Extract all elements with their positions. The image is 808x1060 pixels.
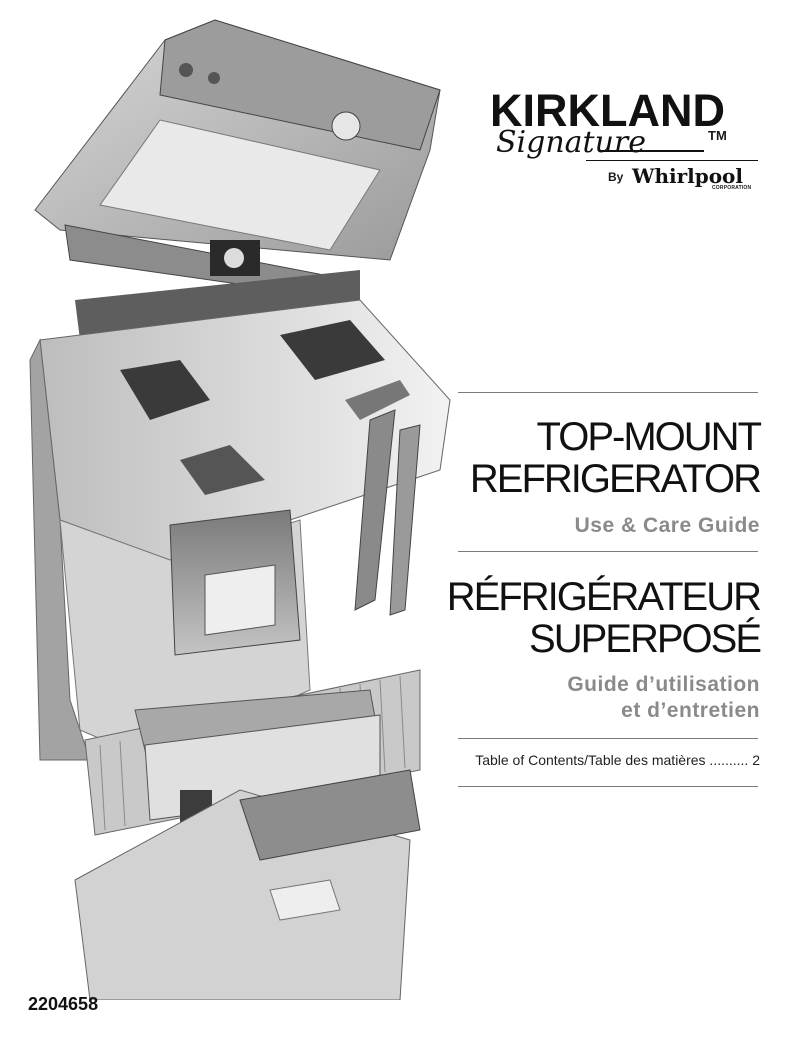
brand-divider: [586, 160, 758, 161]
corporation-label: CORPORATION: [712, 185, 752, 191]
kirkland-wordmark: KIRKLAND: [490, 85, 725, 136]
by-label: By: [608, 170, 624, 184]
section-divider-top: [458, 392, 758, 393]
brand-logo: KIRKLAND Signature TM By Whirlpool CORPO…: [490, 88, 760, 198]
section-divider-middle: [458, 551, 758, 552]
whirlpool-wordmark: Whirlpool: [632, 164, 743, 188]
english-title-line1: TOP-MOUNT: [536, 415, 762, 459]
french-title-line2: SUPERPOSÉ: [529, 617, 762, 661]
english-subtitle: Use & Care Guide: [574, 514, 760, 537]
table-of-contents-link[interactable]: Table of Contents/Table des matières ...…: [475, 752, 760, 768]
appliance-illustration: [29, 19, 451, 1000]
french-subtitle-line2: et d’entretien: [621, 699, 760, 722]
signature-wordmark: Signature: [496, 125, 647, 160]
signature-underline: [600, 150, 704, 152]
french-title-line1: RÉFRIGÉRATEUR: [446, 575, 762, 619]
section-divider-toc-bottom: [458, 786, 758, 787]
trademark-mark: TM: [708, 128, 727, 143]
french-subtitle-line1: Guide d’utilisation: [567, 673, 760, 696]
document-number: 2204658: [28, 994, 99, 1014]
section-divider-toc-top: [458, 738, 758, 739]
english-title-line2: REFRIGERATOR: [469, 457, 762, 501]
